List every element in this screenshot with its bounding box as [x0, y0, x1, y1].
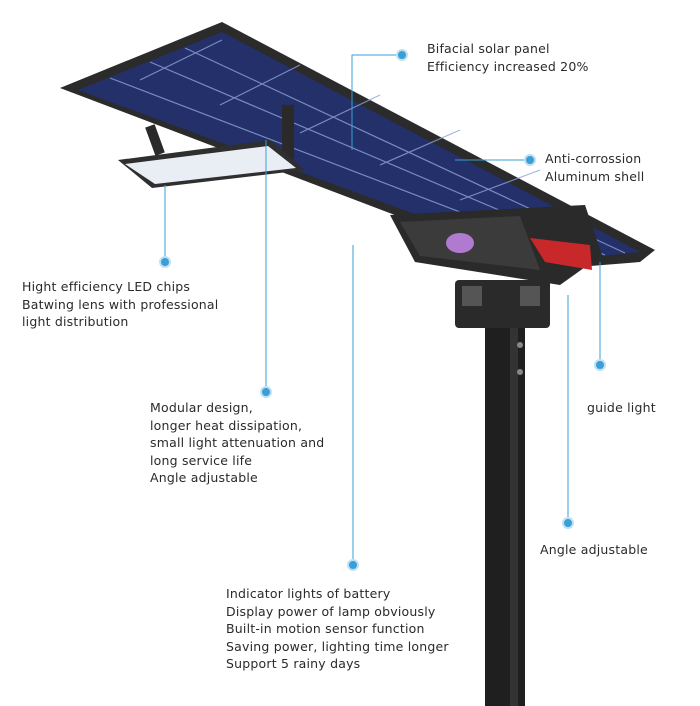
pole — [485, 300, 525, 706]
callout-indicator: Indicator lights of battery Display powe… — [226, 585, 449, 673]
callout-line: Saving power, lighting time longer — [226, 638, 449, 654]
callout-dots — [159, 49, 606, 571]
mount-bracket — [455, 280, 550, 375]
callout-line: small light attenuation and — [150, 435, 325, 450]
callout-dot — [159, 256, 171, 268]
led-fixture — [118, 105, 305, 188]
battery-box — [390, 205, 602, 285]
callout-dot — [396, 49, 408, 61]
callout-dot — [562, 517, 574, 529]
callout-line: Support 5 rainy days — [226, 656, 361, 671]
callout-line: Modular design, — [150, 400, 253, 415]
callout-dot — [347, 559, 359, 571]
callout-line: Angle adjustable — [150, 470, 258, 485]
callout-line: light distribution — [22, 314, 129, 329]
callout-dot — [594, 359, 606, 371]
callout-led: Hight efficiency LED chips Batwing lens … — [22, 278, 218, 331]
callout-line: Built-in motion sensor function — [226, 621, 425, 636]
callout-line: Display power of lamp obviously — [226, 603, 436, 619]
callout-line: long service life — [150, 452, 253, 468]
sensor — [446, 233, 474, 253]
callout-line: Indicator lights of battery — [226, 586, 391, 601]
callout-angle: Angle adjustable — [540, 541, 648, 559]
callout-guide-light: guide light — [587, 399, 656, 417]
callout-dot — [260, 386, 272, 398]
callout-line: Angle adjustable — [540, 542, 648, 557]
callout-modular: Modular design, longer heat dissipation,… — [150, 399, 324, 487]
callout-line: Anti-corrossion — [545, 151, 642, 166]
callout-shell: Anti-corrossion Aluminum shell — [545, 150, 644, 185]
callout-line: Aluminum shell — [545, 168, 645, 184]
callout-line: longer heat dissipation, — [150, 417, 303, 433]
callout-dot — [524, 154, 536, 166]
callout-line: Hight efficiency LED chips — [22, 279, 191, 294]
callout-line: guide light — [587, 400, 656, 415]
callout-line: Bifacial solar panel — [427, 41, 550, 56]
guide-light — [530, 238, 592, 270]
callout-solar-panel: Bifacial solar panel Efficiency increase… — [427, 40, 589, 75]
callout-line: Efficiency increased 20% — [427, 58, 589, 74]
callout-line: Batwing lens with professional — [22, 296, 219, 312]
